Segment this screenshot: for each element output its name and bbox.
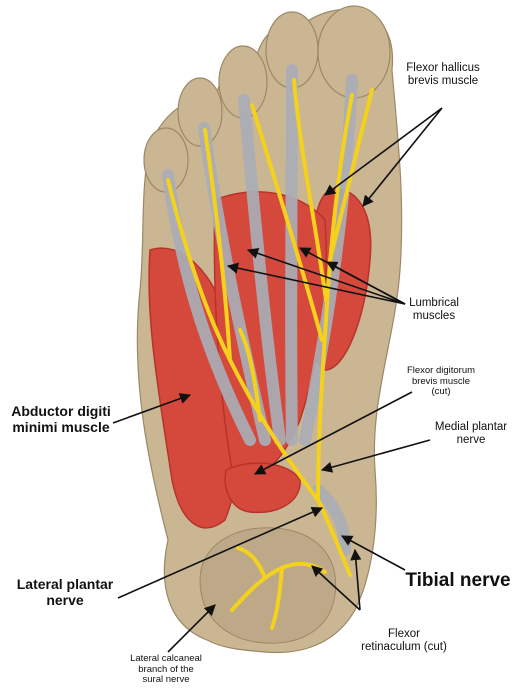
label-flexor-retinaculum: Flexor retinaculum (cut) xyxy=(354,628,454,654)
label-lumbrical-line2: muscles xyxy=(384,310,484,323)
label-lumbrical-line1: Lumbrical xyxy=(384,297,484,310)
label-flexor-digitorum-brevis-line3: (cut) xyxy=(396,387,486,398)
label-lateral-calcaneal-line3: sural nerve xyxy=(112,675,220,686)
label-lateral-calcaneal-branch: Lateral calcaneal branch of the sural ne… xyxy=(112,654,220,686)
label-flexor-digitorum-brevis: Flexor digitorum brevis muscle (cut) xyxy=(396,366,486,398)
label-lateral-plantar-nerve: Lateral plantar nerve xyxy=(6,577,124,608)
label-medial-plantar-line1: Medial plantar xyxy=(426,421,516,434)
label-lateral-plantar-line1: Lateral plantar xyxy=(6,577,124,593)
label-flexor-hallucis-brevis: Flexor hallicus brevis muscle xyxy=(388,62,498,88)
tendon-to-toe-2 xyxy=(291,70,292,440)
label-tibial-line1: Tibial nerve xyxy=(402,570,514,591)
label-tibial-nerve: Tibial nerve xyxy=(402,570,514,591)
label-flexor-retinaculum-line1: Flexor xyxy=(354,628,454,641)
label-abductor-digiti-minimi-line1: Abductor digiti xyxy=(0,404,122,420)
label-lateral-plantar-line2: nerve xyxy=(6,593,124,609)
label-abductor-digiti-minimi: Abductor digiti minimi muscle xyxy=(0,404,122,435)
heel-pad xyxy=(200,528,336,643)
label-medial-plantar-line2: nerve xyxy=(426,434,516,447)
label-flexor-hallucis-brevis-line1: Flexor hallicus xyxy=(388,62,498,75)
label-lumbrical-muscles: Lumbrical muscles xyxy=(384,297,484,323)
label-flexor-hallucis-brevis-line2: brevis muscle xyxy=(388,75,498,88)
label-abductor-digiti-minimi-line2: minimi muscle xyxy=(0,420,122,436)
label-medial-plantar-nerve: Medial plantar nerve xyxy=(426,421,516,447)
label-flexor-retinaculum-line2: retinaculum (cut) xyxy=(354,641,454,654)
